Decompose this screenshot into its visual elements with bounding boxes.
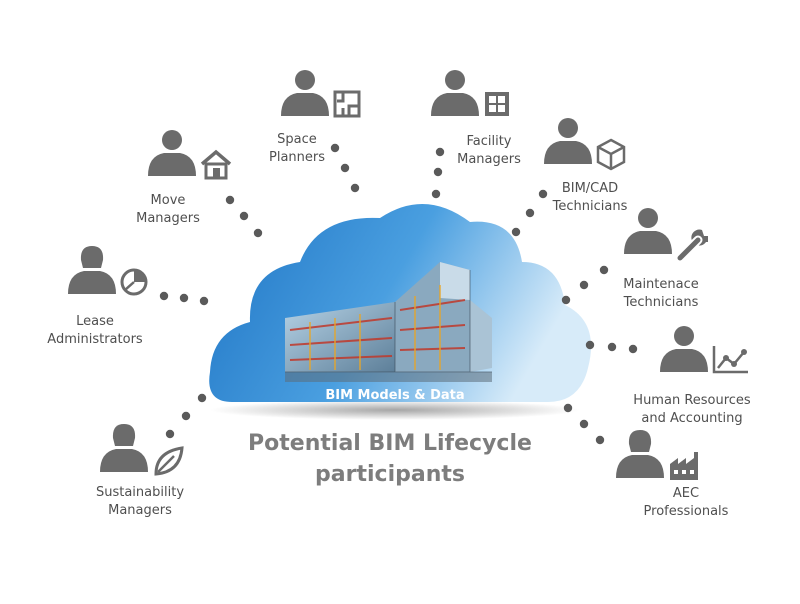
- connector-dot: [579, 419, 589, 429]
- label-human-resources: Human Resources and Accounting: [633, 393, 751, 426]
- person-icon: [660, 326, 708, 372]
- cloud-shadow: [210, 400, 580, 420]
- connector-dots: [159, 143, 638, 445]
- building-icon: [483, 90, 511, 118]
- cloud-caption: BIM Models & Data: [325, 388, 465, 403]
- label-lease-administrators: Lease Administrators: [47, 314, 143, 347]
- participant-human-resources: [660, 326, 750, 374]
- floor-plan-icon: [333, 90, 361, 118]
- connector-dot: [561, 295, 571, 305]
- connector-dot: [595, 435, 605, 445]
- person-icon: [68, 246, 116, 294]
- connector-dot: [225, 195, 235, 205]
- connector-dot: [435, 147, 445, 157]
- cube-icon: [596, 138, 626, 171]
- connector-dot: [165, 429, 175, 439]
- connector-dot: [511, 227, 521, 237]
- person-icon: [431, 70, 479, 116]
- connector-dot: [563, 403, 573, 413]
- connector-dot: [538, 189, 548, 199]
- leaf-icon: [154, 446, 184, 476]
- connector-dot: [239, 211, 249, 221]
- house-icon: [199, 148, 233, 180]
- connector-dot: [330, 143, 340, 153]
- connector-dot: [585, 340, 595, 350]
- participant-facility-managers: [431, 70, 511, 118]
- connector-dot: [181, 411, 191, 421]
- label-maintenance-technicians: Maintenace Technicians: [623, 277, 699, 310]
- connector-dot: [350, 183, 360, 193]
- participant-bim-cad-technicians: [544, 118, 626, 171]
- connector-dot: [579, 280, 589, 290]
- building-illustration: [285, 262, 492, 382]
- participant-maintenance-technicians: [624, 208, 708, 263]
- connector-dot: [199, 296, 209, 306]
- line-chart-icon: [712, 344, 750, 374]
- connector-dot: [159, 291, 169, 301]
- connector-dot: [433, 167, 443, 177]
- title-line-1: Potential BIM Lifecycle: [248, 431, 532, 456]
- person-icon: [616, 430, 664, 478]
- diagram-title: Potential BIM Lifecycle participants: [248, 428, 532, 490]
- title-line-2: participants: [315, 462, 465, 487]
- participant-space-planners: [281, 70, 361, 118]
- connector-dot: [253, 228, 263, 238]
- participant-move-managers: [148, 130, 233, 180]
- connector-dot: [340, 163, 350, 173]
- connector-dot: [599, 265, 609, 275]
- participant-aec-professionals: [616, 430, 700, 482]
- label-bim-cad-technicians: BIM/CAD Technicians: [552, 181, 628, 214]
- connector-dot: [628, 344, 638, 354]
- pie-chart-icon: [119, 267, 149, 297]
- person-icon: [281, 70, 329, 116]
- label-aec-professionals: AEC Professionals: [643, 486, 729, 519]
- factory-icon: [668, 450, 700, 482]
- person-icon: [624, 208, 672, 254]
- participant-figures: [68, 70, 750, 482]
- connector-dot: [607, 342, 617, 352]
- label-sustainability-managers: Sustainability Managers: [95, 485, 185, 518]
- person-icon: [100, 424, 148, 472]
- person-icon: [544, 118, 592, 164]
- label-space-planners: Space Planners: [268, 132, 326, 165]
- connector-dot: [197, 393, 207, 403]
- connector-dot: [179, 293, 189, 303]
- participant-sustainability-managers: [100, 424, 184, 476]
- participant-lease-administrators: [68, 246, 149, 297]
- label-facility-managers: Facility Managers: [457, 134, 521, 167]
- person-icon: [148, 130, 196, 176]
- label-move-managers: Move Managers: [136, 193, 200, 226]
- wrench-icon: [675, 229, 708, 263]
- connector-dot: [525, 208, 535, 218]
- connector-dot: [431, 189, 441, 199]
